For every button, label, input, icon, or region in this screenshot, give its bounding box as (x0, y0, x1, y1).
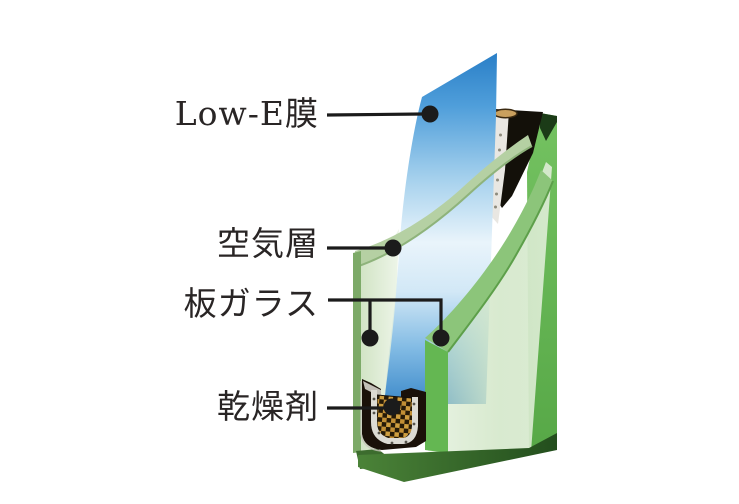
leader-lines (326, 105, 450, 416)
label-air-layer: 空気層 (217, 224, 319, 263)
leader-dot-low-e (421, 105, 439, 123)
back-glass-left-edge (425, 340, 448, 453)
leader-dot-glass-back (432, 329, 450, 347)
leader-dot-desiccant (383, 398, 401, 416)
front-glass-left-edge (353, 251, 361, 453)
leader-line-low-e (326, 112, 424, 117)
leader-dot-glass-front (361, 329, 379, 347)
leader-line-glass (328, 298, 443, 331)
label-desiccant: 乾燥剤 (217, 387, 319, 426)
bottom-spacer-bar (371, 390, 418, 444)
bottom-spacer-rivets (372, 397, 416, 445)
back-glass-top-edge (425, 170, 553, 352)
back-glass-top-edge-shadow (447, 180, 554, 353)
leader-dot-air (384, 239, 402, 257)
bottom-sealant-rim (360, 381, 382, 452)
front-glass-top-edge (355, 135, 532, 267)
bottom-bevel (358, 433, 557, 482)
label-low-e-film: Low-E膜 (174, 94, 319, 133)
label-glass-pane: 板ガラス (183, 284, 319, 323)
glass-top-dark-corner (540, 113, 557, 141)
top-spacer-cap (493, 108, 518, 119)
